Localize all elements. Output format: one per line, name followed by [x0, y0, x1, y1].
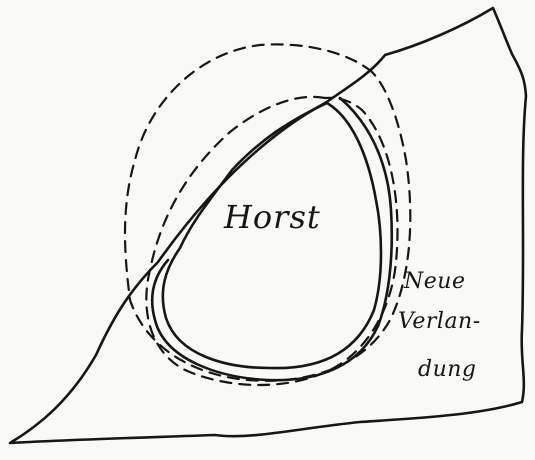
dung-label: dung [418, 357, 477, 382]
verlan-label: Verlan- [398, 309, 481, 334]
neue-label: Neue [403, 269, 465, 294]
horst-label: Horst [223, 198, 321, 236]
